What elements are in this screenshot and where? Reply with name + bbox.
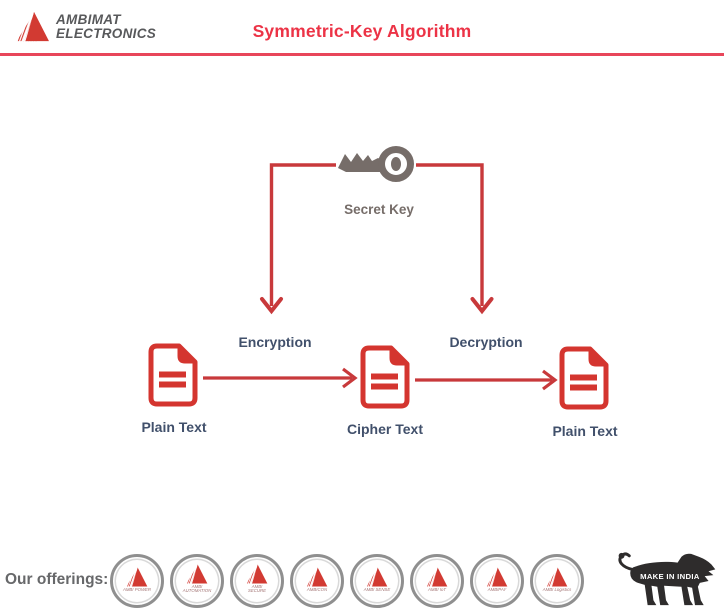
page-title: Symmetric-Key Algorithm bbox=[252, 21, 472, 41]
decryption-label: Decryption bbox=[449, 334, 523, 350]
ambimat-logo: AMBIMAT ELECTRONICS bbox=[16, 11, 156, 42]
ambimat-triangle-icon bbox=[486, 567, 508, 587]
logo-wordmark: AMBIMAT ELECTRONICS bbox=[56, 11, 157, 41]
encryption-label: Encryption bbox=[238, 334, 312, 350]
badge-label: AMBI POWER bbox=[122, 588, 152, 593]
badge-ambi-automation: AMBI AUTOMATION bbox=[170, 554, 224, 608]
badge-ambipay: AMBIPAY bbox=[470, 554, 524, 608]
make-in-india-label: MAKE IN INDIA bbox=[640, 572, 700, 581]
node-label-cipher-text: Cipher Text bbox=[347, 421, 423, 437]
ambimat-triangle-icon bbox=[426, 567, 448, 587]
badge-ambicon: AMBICON bbox=[290, 554, 344, 608]
badge-label: AMBI Logistics bbox=[542, 588, 572, 593]
badge-label: AMBIPAY bbox=[487, 588, 507, 593]
lion-body bbox=[630, 553, 716, 606]
key-icon bbox=[338, 146, 414, 182]
key-backplate bbox=[336, 140, 416, 188]
ambimat-triangle-icon bbox=[306, 567, 328, 587]
decryption-arrowhead bbox=[542, 369, 558, 391]
badge-label: AMBI IoT bbox=[427, 588, 446, 593]
badge-ambi-iot: AMBI IoT bbox=[410, 554, 464, 608]
document-icon bbox=[556, 346, 612, 410]
ambimat-triangle-icon bbox=[126, 567, 148, 587]
logo-line1: AMBIMAT bbox=[56, 11, 121, 27]
document-icon bbox=[145, 343, 201, 407]
node-label-plain-text-1: Plain Text bbox=[141, 419, 207, 435]
badge-label: AMBI SENSE bbox=[363, 588, 391, 593]
offerings-label: Our offerings: bbox=[5, 571, 109, 588]
node-label-plain-text-2: Plain Text bbox=[552, 423, 618, 439]
offerings-badges: AMBI POWER AMBI AUTOMATION AMBI SECURE A… bbox=[110, 554, 584, 608]
badge-label: AMBI SECURE bbox=[247, 585, 266, 595]
badge-label: AMBI AUTOMATION bbox=[182, 585, 212, 595]
logo-line2: ELECTRONICS bbox=[56, 25, 157, 41]
badge-ambi-power: AMBI POWER bbox=[110, 554, 164, 608]
badge-ambi-sense: AMBI SENSE bbox=[350, 554, 404, 608]
secret-key-label: Secret Key bbox=[344, 202, 414, 217]
down-arrowhead-left bbox=[260, 297, 283, 315]
badge-ambi-logistics: AMBI Logistics bbox=[530, 554, 584, 608]
ambimat-triangle-icon bbox=[546, 567, 568, 587]
badge-ambi-secure: AMBI SECURE bbox=[230, 554, 284, 608]
key-bracket-line bbox=[269, 163, 484, 306]
badge-label: AMBICON bbox=[306, 588, 328, 593]
down-arrowhead-right bbox=[470, 297, 494, 315]
encryption-arrowhead bbox=[342, 367, 358, 389]
ambimat-triangle-icon bbox=[186, 564, 208, 584]
make-in-india-lion-icon: MAKE IN INDIA bbox=[618, 552, 716, 606]
document-icon bbox=[357, 345, 413, 409]
ambimat-triangle-icon bbox=[246, 564, 268, 584]
lion-tail-tuft bbox=[618, 552, 625, 559]
header-divider bbox=[0, 53, 724, 56]
ambimat-triangle-icon bbox=[366, 567, 388, 587]
